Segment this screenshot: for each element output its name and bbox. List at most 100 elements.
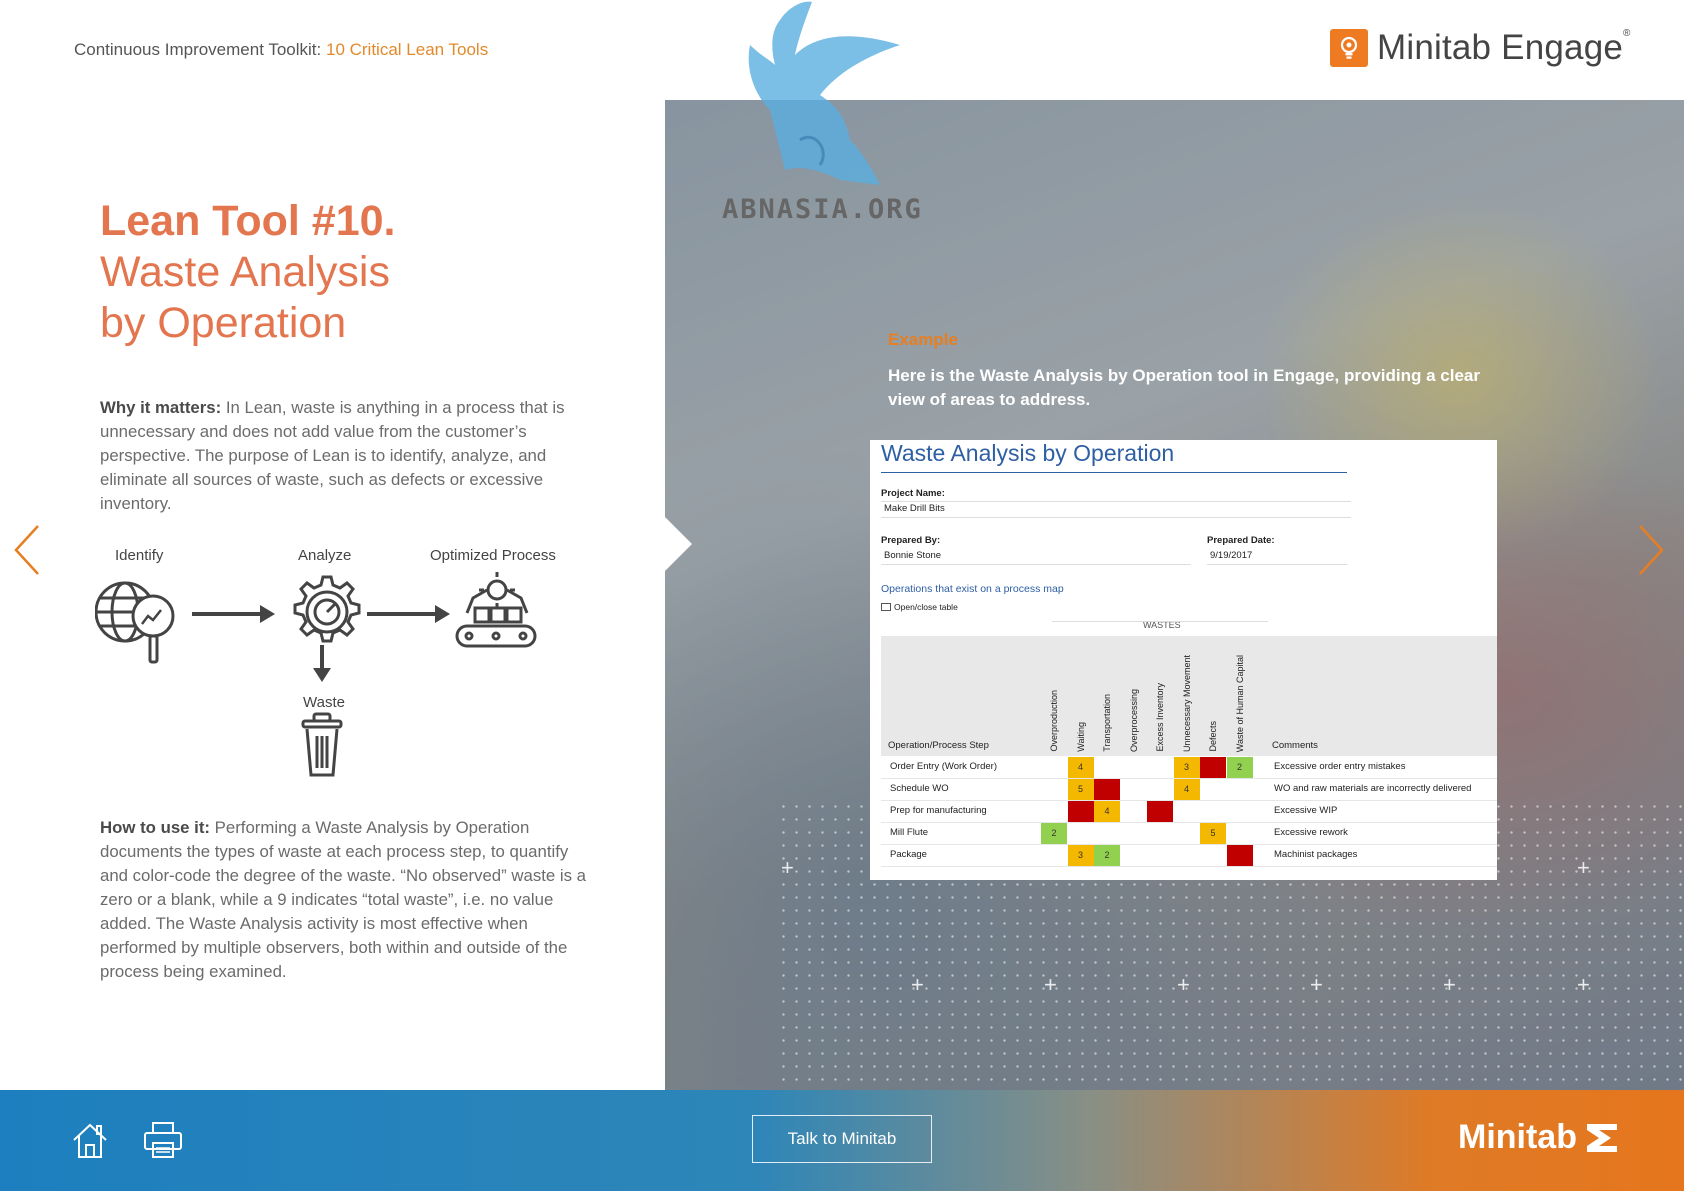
toggle-label: Open/close table [894,602,958,612]
table-row-divider [881,866,1497,867]
watermark-bird-logo [748,1,900,185]
arrow-right-1 [192,605,275,623]
waste-score-cell[interactable] [1200,756,1226,778]
gear-gauge-icon [293,575,361,643]
comment-cell: WO and raw materials are incorrectly del… [1274,783,1472,794]
wastes-header: WASTES [1143,620,1181,630]
table-header-band [881,636,1497,756]
why-text: In Lean, waste is anything in a process … [100,398,565,513]
waste-score-cell[interactable] [1226,844,1253,866]
talk-to-minitab-button[interactable]: Talk to Minitab [752,1115,932,1163]
waste-score-cell[interactable]: 4 [1094,800,1120,822]
comment-cell: Excessive WIP [1274,805,1338,816]
waste-column-header: Excess Inventory [1155,683,1165,752]
operation-cell: Package [890,849,927,860]
project-name-label: Project Name: [881,488,945,499]
flow-label-waste: Waste [303,694,345,711]
waste-analysis-sheet: Waste Analysis by Operation Project Name… [870,440,1497,880]
footer-bar: Talk to Minitab Minitab [0,1090,1684,1191]
plus-marker: + [911,972,924,997]
prepared-by-field[interactable]: Bonnie Stone [884,550,942,561]
prepared-date-field[interactable]: 9/19/2017 [1210,550,1253,561]
waste-score-cell[interactable]: 3 [1173,756,1200,778]
flow-label-analyze: Analyze [298,547,352,564]
flow-label-identify: Identify [115,547,164,564]
why-label: Why it matters: [100,398,222,417]
conveyor-robot-icon [455,572,537,648]
trash-icon [301,712,343,777]
waste-column-header: Defects [1208,721,1218,752]
field-line [881,501,1351,502]
waste-score-cell[interactable]: 5 [1200,822,1226,844]
footer-logo-text: Minitab [1458,1118,1577,1156]
home-icon[interactable] [70,1120,110,1160]
waste-score-cell[interactable]: 4 [1173,778,1200,800]
waste-score-cell[interactable] [1067,800,1094,822]
title-line-1: Lean Tool #10. [100,197,396,245]
plus-marker: + [1577,855,1590,880]
waste-column-header: Transportation [1102,694,1112,752]
why-it-matters-paragraph: Why it matters: In Lean, waste is anythi… [100,396,580,516]
minitab-engage-logo: Minitab Engage® [1330,28,1631,68]
plus-marker: + [781,855,794,880]
plus-marker: + [1044,972,1057,997]
breadcrumb-prefix: Continuous Improvement Toolkit: [74,40,326,59]
plus-marker: + [1443,972,1456,997]
field-line [881,517,1351,518]
waste-score-cell[interactable] [1147,800,1173,822]
waste-score-cell[interactable]: 2 [1041,822,1067,844]
process-flow-diagram [95,572,537,777]
sheet-title: Waste Analysis by Operation [881,440,1175,466]
open-close-table-toggle[interactable]: Open/close table [881,602,958,612]
page-title: Lean Tool #10. Waste Analysis by Operati… [100,196,396,350]
title-line-3: by Operation [100,299,347,348]
waste-score-cell[interactable]: 2 [1226,756,1253,778]
operation-cell: Prep for manufacturing [890,805,987,816]
logo-text: Minitab Engage [1377,28,1624,67]
lightbulb-icon [1330,29,1368,67]
prepared-date-label: Prepared Date: [1207,535,1275,546]
comment-cell: Excessive rework [1274,827,1348,838]
operation-cell: Schedule WO [890,783,949,794]
title-line-2: Waste Analysis [100,247,390,296]
printer-icon[interactable] [142,1120,184,1160]
waste-score-cell[interactable]: 4 [1067,756,1094,778]
previous-arrow-icon[interactable] [10,520,50,580]
project-name-field[interactable]: Make Drill Bits [884,503,945,514]
arrow-right-2 [367,605,450,623]
globe-magnifier-icon [95,581,175,664]
plus-marker: + [1310,972,1323,997]
ops-process-map-link[interactable]: Operations that exist on a process map [881,583,1064,595]
panel-notch [665,517,692,571]
waste-score-cell[interactable] [1094,778,1120,800]
waste-score-cell[interactable]: 2 [1094,844,1120,866]
waste-column-header: Unnecessary Movement [1181,654,1192,752]
waste-column-header: Overprocessing [1128,688,1139,752]
table-row-divider [881,822,1497,823]
table-row-divider [881,844,1497,845]
operation-column-header: Operation/Process Step [888,740,989,751]
example-label: Example [888,330,958,349]
plus-marker: + [1177,972,1190,997]
table-row-divider [881,800,1497,801]
comment-cell: Excessive order entry mistakes [1274,761,1406,772]
how-text: Performing a Waste Analysis by Operation… [100,818,586,981]
waste-score-cell[interactable]: 3 [1067,844,1094,866]
waste-score-cell[interactable]: 5 [1067,778,1094,800]
flow-label-optimized: Optimized Process [430,547,556,564]
how-label: How to use it: [100,818,211,837]
table-toggle-icon [881,603,891,611]
field-line [1052,621,1268,622]
operation-cell: Mill Flute [890,827,929,838]
breadcrumb: Continuous Improvement Toolkit: 10 Criti… [74,40,488,60]
waste-column-header: Overproduction [1049,690,1059,752]
arrow-down [313,645,331,682]
next-arrow-icon[interactable] [1628,520,1668,580]
comment-cell: Machinist packages [1274,849,1358,860]
how-to-use-paragraph: How to use it: Performing a Waste Analys… [100,816,600,984]
breadcrumb-accent[interactable]: 10 Critical Lean Tools [325,40,489,59]
plus-marker: + [1577,972,1590,997]
field-line [1207,564,1347,565]
prepared-by-label: Prepared By: [881,535,941,546]
comments-column-header: Comments [1272,740,1318,751]
